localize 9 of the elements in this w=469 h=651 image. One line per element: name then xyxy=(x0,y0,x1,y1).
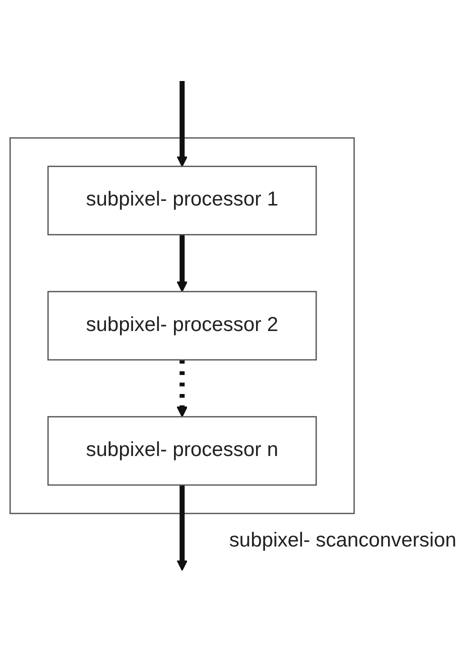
node-box: subpixel- processor 2 xyxy=(47,290,317,360)
node-box: subpixel- processor 1 xyxy=(47,166,317,236)
node-label: subpixel- scanconversion xyxy=(229,530,456,552)
arrow xyxy=(176,484,188,571)
cluster xyxy=(9,137,355,514)
arrow xyxy=(176,360,188,418)
arrow xyxy=(176,80,188,167)
arrow xyxy=(176,234,188,292)
node-box: subpixel- processor n xyxy=(47,416,317,486)
